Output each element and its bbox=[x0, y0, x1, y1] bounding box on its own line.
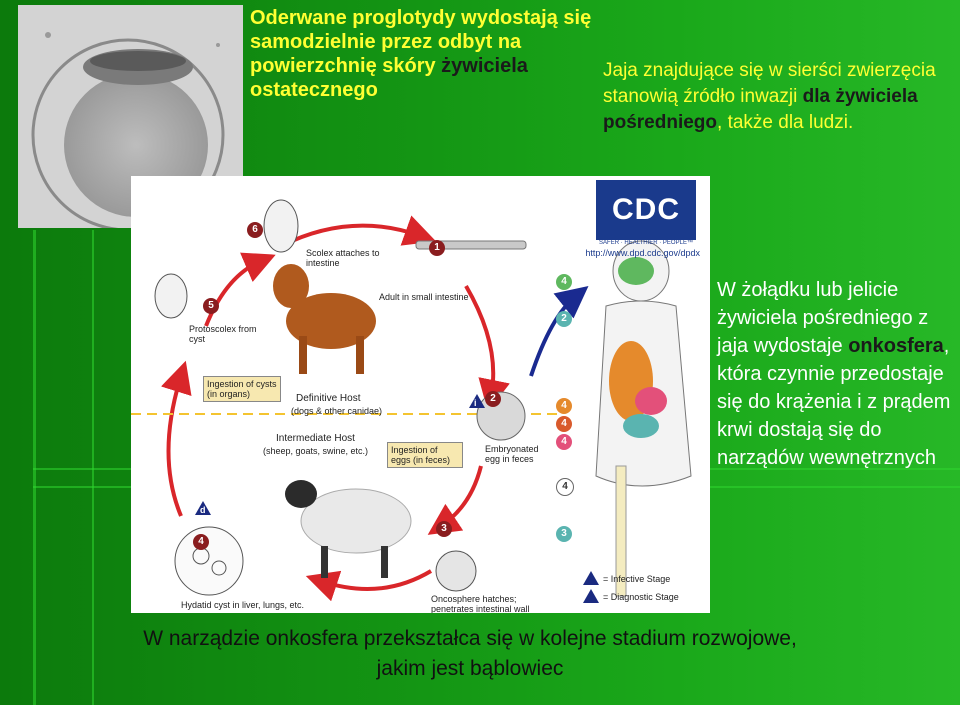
diagnostic-marker-icon bbox=[583, 589, 599, 603]
text-line: W narządzie onkosfera przekształca się w… bbox=[143, 627, 797, 650]
diagnostic-marker-icon bbox=[195, 501, 211, 515]
decor-stripe-vertical-2 bbox=[92, 230, 94, 705]
organ-number: 2 bbox=[556, 311, 572, 327]
legend-infective: = Infective Stage bbox=[603, 574, 671, 584]
label-intermediate-host: Intermediate Host bbox=[276, 433, 355, 444]
text-part: , która czynnie przedostaje się do krąże… bbox=[717, 335, 951, 469]
text-line: powierzchnię skóry bbox=[250, 55, 442, 77]
text-line: samodzielnie przez odbyt na bbox=[250, 31, 522, 53]
organ-number: 4 bbox=[556, 416, 572, 432]
eggs-description: Jaja znajdujące się w sierści zwierzęcia… bbox=[603, 58, 948, 136]
box-ingestion-eggs: Ingestion of eggs (in feces) bbox=[387, 442, 463, 468]
text-highlight: onkosfera bbox=[848, 335, 944, 357]
organ-number: 4 bbox=[556, 434, 572, 450]
label-definitive-host: Definitive Host bbox=[296, 393, 361, 404]
proglottid-description: Oderwane proglotydy wydostają się samodz… bbox=[250, 6, 600, 102]
organ-number: 4 bbox=[556, 478, 574, 496]
stage-number-3: 3 bbox=[436, 521, 452, 537]
life-cycle-diagram: CDC SAFER · HEALTHIER · PEOPLE™ http://w… bbox=[131, 176, 710, 613]
label-intermediate-host-sub: (sheep, goats, swine, etc.) bbox=[263, 446, 369, 456]
cdc-tagline: SAFER · HEALTHIER · PEOPLE™ bbox=[599, 240, 693, 246]
hydatid-description: W narządzie onkosfera przekształca się w… bbox=[20, 624, 920, 684]
stage-number-6: 6 bbox=[247, 222, 263, 238]
text-highlight: dla żywiciela pośredniego bbox=[603, 86, 918, 133]
infective-marker-icon bbox=[583, 571, 599, 585]
label-protoscolex: Protoscolex from cyst bbox=[189, 324, 257, 344]
organ-number: 4 bbox=[556, 274, 572, 290]
cdc-logo: CDC bbox=[596, 180, 696, 240]
cdc-url: http://www.dpd.cdc.gov/dpdx bbox=[585, 248, 700, 258]
oncosphere-description: W żołądku lub jelicie żywiciela pośredni… bbox=[717, 276, 957, 472]
label-scolex: Scolex attaches to intestine bbox=[306, 248, 380, 268]
label-adult: Adult in small intestine bbox=[379, 292, 469, 302]
decor-stripe-vertical bbox=[33, 230, 36, 705]
legend-diagnostic: = Diagnostic Stage bbox=[603, 592, 679, 602]
label-hydatid: Hydatid cyst in liver, lungs, etc. bbox=[181, 600, 305, 610]
organ-number: 3 bbox=[556, 526, 572, 542]
marker-d: d bbox=[200, 505, 206, 515]
label-oncosphere: Oncosphere hatches; penetrates intestina… bbox=[431, 594, 530, 613]
text-line: ostatecznego bbox=[250, 79, 378, 101]
life-cycle-arrows bbox=[131, 199, 692, 602]
text-line: jakim jest bąblowiec bbox=[376, 657, 564, 680]
stage-number-4: 4 bbox=[193, 534, 209, 550]
text-part: W żołądku lub jelicie żywiciela pośredni… bbox=[717, 279, 929, 357]
infective-marker-icon bbox=[469, 394, 485, 408]
stage-number-5: 5 bbox=[203, 298, 219, 314]
label-embryonated: Embryonated egg in feces bbox=[485, 444, 539, 464]
stage-number-2: 2 bbox=[485, 391, 501, 407]
text-part: , także dla ludzi. bbox=[717, 112, 854, 133]
text-highlight: żywiciela bbox=[441, 55, 528, 77]
box-ingestion-cysts: Ingestion of cysts (in organs) bbox=[203, 376, 281, 402]
stage-number-1: 1 bbox=[429, 240, 445, 256]
marker-i: i bbox=[474, 398, 477, 408]
label-definitive-host-sub: (dogs & other canidae) bbox=[291, 406, 383, 416]
organ-number: 4 bbox=[556, 398, 572, 414]
text-part: Jaja znajdujące się w sierści zwierzęcia… bbox=[603, 60, 936, 107]
text-line: Oderwane proglotydy wydostają się bbox=[250, 7, 592, 29]
